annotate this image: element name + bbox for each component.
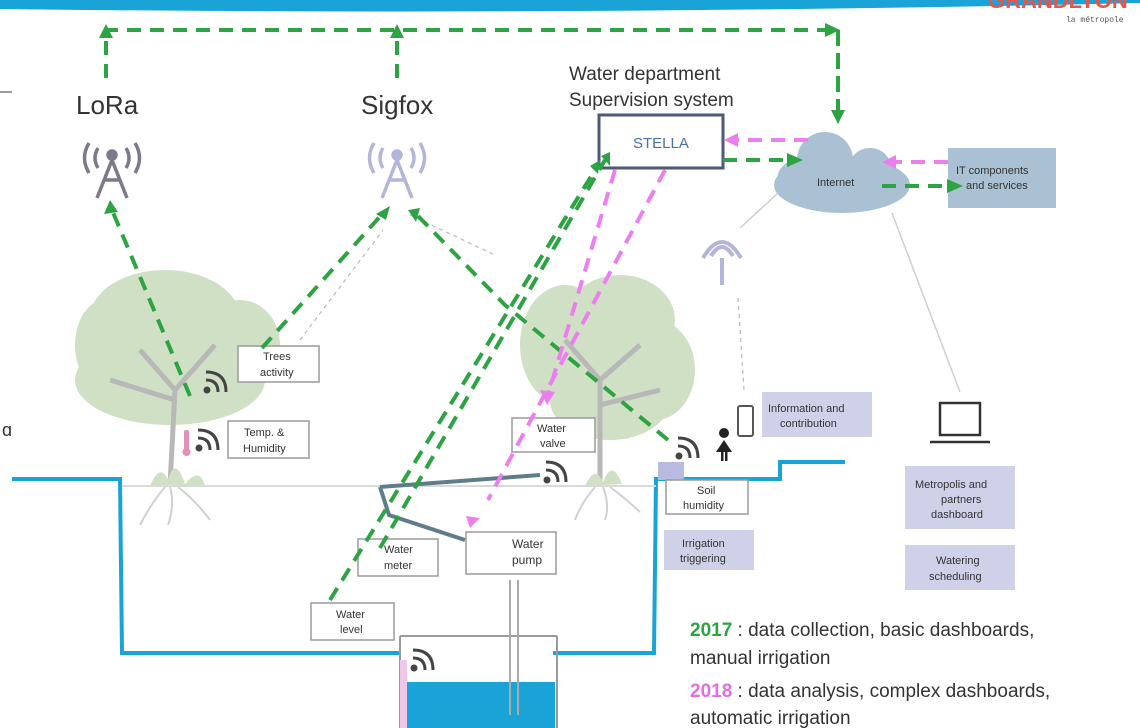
ground-profile-right <box>553 460 845 655</box>
tree-left <box>75 270 280 486</box>
wifi-antenna-icon <box>701 240 743 285</box>
top-banner-edge <box>0 0 1140 12</box>
it-components-box[interactable] <box>948 148 1056 208</box>
water-pump-line2: pump <box>512 553 542 567</box>
trees-activity-line2: activity <box>260 367 294 379</box>
lora-antenna-icon <box>82 142 142 199</box>
sigfox-label: Sigfox <box>361 90 433 120</box>
legend-2017-line2: manual irrigation <box>690 648 830 669</box>
dashboard-box[interactable] <box>905 466 1015 529</box>
legend-2017-text: : data collection, basic dashboards, <box>732 620 1034 641</box>
temp-humidity-box[interactable] <box>227 420 310 459</box>
left-edge-glyph: ɑ <box>2 420 12 440</box>
irrigation-line2: triggering <box>680 553 726 565</box>
water-valve-box[interactable] <box>511 417 596 453</box>
stella-box[interactable] <box>597 113 725 170</box>
soil-probe <box>658 462 684 480</box>
internet-label: Internet <box>817 177 854 189</box>
water-meter-line2: meter <box>384 560 412 572</box>
tree-right <box>520 275 695 486</box>
person-icon <box>716 428 732 461</box>
soil-humidity-box[interactable] <box>665 479 749 515</box>
water-pipe <box>378 473 541 542</box>
soil-humidity-line2: humidity <box>683 500 724 512</box>
antenna-phone-link <box>737 297 745 391</box>
green-arrowheads <box>99 23 963 222</box>
phone-icon <box>737 405 754 437</box>
sigfox-antenna-icon <box>367 142 427 199</box>
water-valve-line2: valve <box>540 438 566 450</box>
trees-activity-line1: Trees <box>263 351 291 363</box>
green-flow-arrows <box>104 28 955 602</box>
water-valve-line1: Water <box>537 423 566 435</box>
legend-2018-text: : data analysis, complex dashboards, <box>732 681 1050 702</box>
water-pump-line1: Water <box>512 537 544 551</box>
it-components-line1: IT components <box>956 165 1029 177</box>
information-line1: Information and <box>768 403 844 415</box>
logo-brand: GRANDLYON <box>988 0 1128 13</box>
trees-activity-box[interactable] <box>237 345 320 383</box>
supervision-title-line2: Supervision system <box>569 90 734 111</box>
watering-line1: Watering <box>936 555 980 567</box>
lora-label: LoRa <box>76 90 139 120</box>
pink-flow-arrows <box>486 138 948 501</box>
dashboard-line1: Metropolis and <box>915 479 987 491</box>
soil-humidity-line1: Soil <box>697 485 715 497</box>
legend-2018-year: 2018 <box>690 681 732 702</box>
water-level-line1: Water <box>336 609 365 621</box>
legend-2017-year: 2017 <box>690 620 732 641</box>
it-components-line2: and services <box>966 180 1028 192</box>
temp-humidity-line2: Humidity <box>243 443 286 455</box>
dashboard-line2: partners <box>941 494 982 506</box>
cloud-to-laptop-line <box>891 212 961 393</box>
internet-cloud[interactable] <box>774 132 910 213</box>
legend-2018: 2018 : data analysis, complex dashboards… <box>690 681 1050 702</box>
cloud-to-antenna-line <box>739 192 779 229</box>
information-box[interactable] <box>762 392 872 437</box>
logo-tagline: la métropole <box>1066 16 1124 25</box>
supervision-title-line1: Water department <box>569 64 721 85</box>
watering-line2: scheduling <box>929 571 982 583</box>
water-meter-line1: Water <box>384 544 413 556</box>
irrigation-line1: Irrigation <box>682 538 725 550</box>
ground-profile <box>12 477 400 655</box>
irrigation-box[interactable] <box>664 530 754 570</box>
legend-2017: 2017 : data collection, basic dashboards… <box>690 620 1034 641</box>
pink-arrowheads <box>466 133 896 528</box>
temp-humidity-line1: Temp. & <box>244 427 285 439</box>
water-pump-box[interactable] <box>465 531 557 575</box>
water-tank <box>399 580 558 728</box>
tree-sigfox-link <box>299 229 384 341</box>
stella-label: STELLA <box>633 135 689 152</box>
water-level-line2: level <box>340 624 363 636</box>
information-line2: contribution <box>780 418 837 430</box>
tree-roots <box>139 486 641 526</box>
thermometer-icon <box>182 430 191 456</box>
laptop-icon <box>930 401 990 444</box>
legend-2018-line2: automatic irrigation <box>690 708 851 728</box>
dashboard-line3: dashboard <box>931 509 983 521</box>
water-level-box[interactable] <box>310 602 395 641</box>
watering-box[interactable] <box>905 545 1015 590</box>
